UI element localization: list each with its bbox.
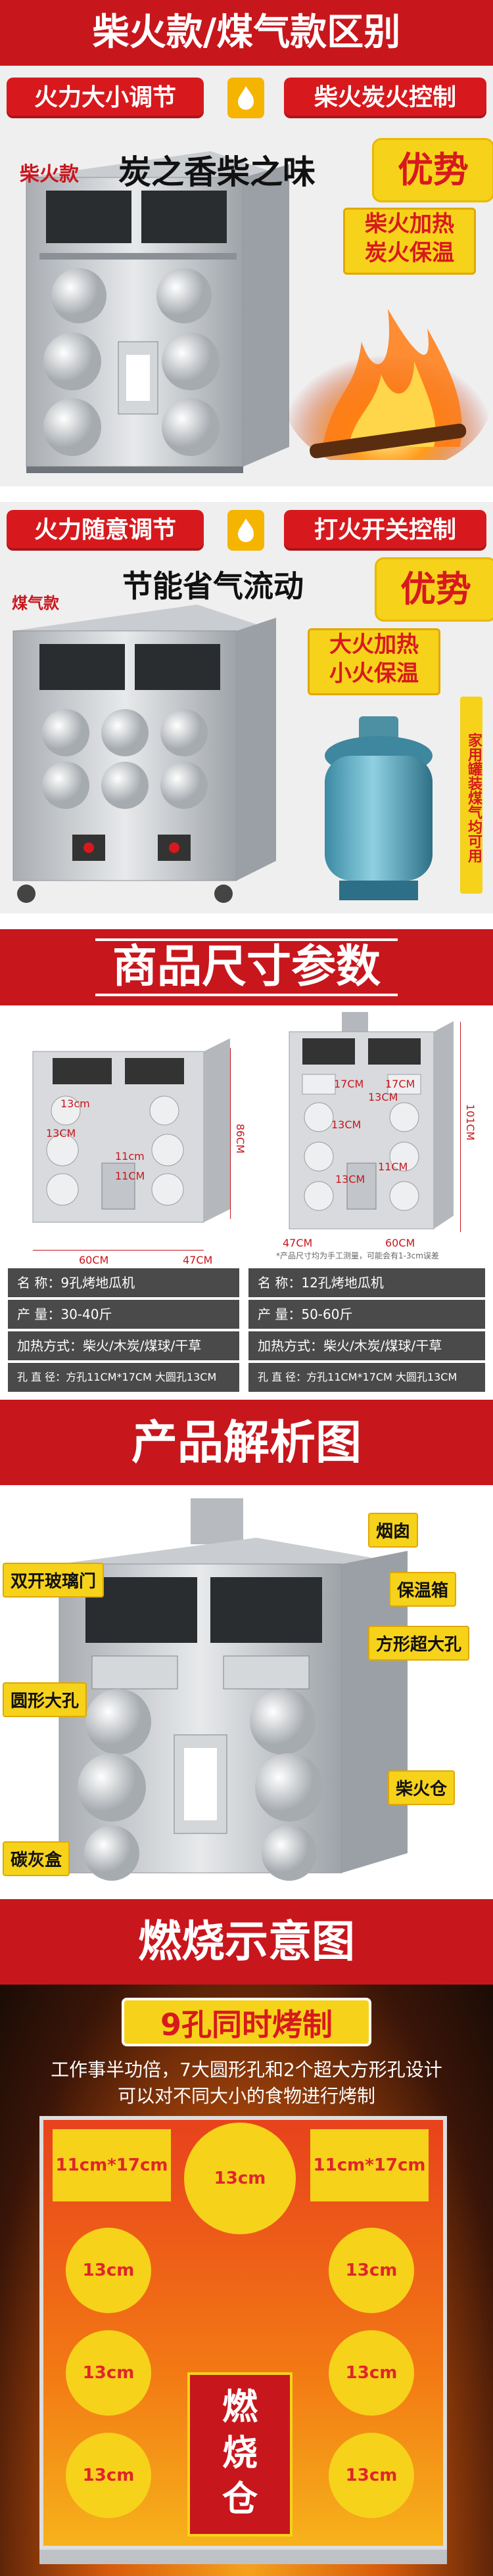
heating-mode-box: 大火加热 小火保温: [308, 628, 440, 695]
breakdown-illustration: [59, 1498, 408, 1881]
round-hole: 13cm: [329, 2433, 414, 2518]
flame-badge-icon: [227, 78, 264, 118]
dimensions-title: 商品尺寸参数: [95, 938, 398, 996]
section-gap: [0, 486, 493, 502]
spec-row: 名 称：9孔烤地瓜机: [8, 1268, 239, 1297]
section-title-banner: 燃烧示意图: [0, 1899, 493, 1985]
chamber-char-3: 仓: [222, 2478, 258, 2519]
heating-line-1: 大火加热: [329, 632, 419, 658]
width-label: 60CM: [79, 1254, 109, 1266]
hole-label: 11cm: [115, 1150, 145, 1162]
hole-label: 13CM: [331, 1118, 362, 1131]
model-label: 煤气款: [12, 594, 59, 612]
spec-row: 产 量：50-60斤: [248, 1300, 485, 1329]
round-hole: 13cm: [66, 2433, 151, 2518]
spec-row: 加热方式：柴火/木炭/煤球/干草: [248, 1331, 485, 1360]
hole-label: 11CM: [115, 1170, 145, 1182]
heating-line-1: 柴火加热: [365, 211, 454, 237]
chamber-char-1: 燃: [222, 2386, 258, 2427]
feature-pill-left: 火力随意调节: [7, 510, 204, 551]
tag-insulation-box: 保温箱: [389, 1572, 457, 1607]
slogan-text: 节能省气流动: [122, 568, 304, 604]
gas-tank-image: [325, 716, 433, 900]
heating-line-2: 小火保温: [329, 660, 419, 687]
round-hole: 13cm: [66, 2228, 151, 2313]
height-dimension-line: [230, 1048, 231, 1219]
spec-row: 名 称：12孔烤地瓜机: [248, 1268, 485, 1297]
slogan-text: 炭之香柴之味: [118, 153, 316, 191]
spec-row: 孔 直 径：方孔11CM*17CM 大圆孔13CM: [248, 1363, 485, 1392]
hole-label: 13CM: [335, 1173, 365, 1185]
gas-roaster-illustration: [12, 605, 276, 903]
section-title-banner: 柴火款/煤气款区别: [0, 0, 493, 66]
flame-badge-icon: [227, 510, 264, 551]
description-line-2: 可以对不同大小的食物进行烤制: [117, 2085, 375, 2107]
spec-row: 产 量：30-40斤: [8, 1300, 239, 1329]
hole-label: 13CM: [368, 1091, 398, 1103]
tag-square-hole: 方形超大孔: [368, 1626, 470, 1661]
square-hole-left: 11cm*17cm: [53, 2129, 171, 2201]
hole-label: 13cm: [60, 1097, 90, 1110]
advantage-badge: 优势: [372, 138, 493, 202]
height-label: 86CM: [234, 1124, 246, 1154]
large-roaster-diagram: [289, 1012, 454, 1230]
wood-roaster-illustration: [26, 151, 289, 473]
fire-chamber-box: 燃 烧 仓: [187, 2372, 293, 2537]
advantage-badge: 优势: [375, 557, 493, 622]
spec-row: 孔 直 径：方孔11CM*17CM 大圆孔13CM: [8, 1363, 239, 1392]
section-gap: [0, 913, 493, 927]
heating-line-2: 炭火保温: [365, 240, 454, 266]
section-gas-fired: 火力随意调节 打火开关控制 煤气款 节能省气流动 优势 大火加热 小火保温: [0, 486, 493, 913]
side-note: 家用罐装煤气均可用: [460, 697, 482, 894]
tag-fire-chamber: 柴火仓: [388, 1770, 456, 1805]
round-hole: 13cm: [329, 2228, 414, 2313]
tag-round-hole: 圆形大孔: [3, 1682, 87, 1717]
simultaneous-roast-banner: 9孔同时烤制: [122, 1998, 371, 2046]
round-hole: 13cm: [329, 2330, 414, 2416]
section-product-breakdown: 产品解析图 烟囱 双开玻璃门 保温箱 方形超大孔 圆形大孔 柴火仓 碳灰盒: [0, 1400, 493, 1899]
hole-label: 11CM: [378, 1161, 408, 1173]
section-wood-fired: 柴火款/煤气款区别 火力大小调节 柴火炭火控制 柴火款 炭之香柴之味 优势 柴火…: [0, 0, 493, 486]
spec-row: 加热方式：柴火/木炭/煤球/干草: [8, 1331, 239, 1360]
depth-label: 47CM: [283, 1237, 313, 1249]
heating-mode-box: 柴火加热 炭火保温: [343, 208, 476, 275]
height-label: 101CM: [464, 1104, 477, 1141]
section-combustion-diagram: 燃烧示意图 9孔同时烤制 工作事半功倍，7大圆形孔和2个超大方形孔设计 可以对不…: [0, 1899, 493, 2576]
depth-label: 47CM: [183, 1254, 213, 1266]
section-title-banner: 商品尺寸参数: [0, 929, 493, 1005]
fire-image: [283, 309, 493, 460]
chamber-char-2: 烧: [222, 2432, 258, 2473]
height-dimension-line: [460, 1022, 461, 1232]
tag-ash-box: 碳灰盒: [3, 1841, 70, 1876]
hole-label: 13CM: [46, 1127, 76, 1139]
feature-pill-right: 打火开关控制: [284, 510, 486, 551]
measurement-note: *产品尺寸均为手工测量，可能会有1-3cm误差: [276, 1251, 439, 1260]
description-line-1: 工作事半功倍，7大圆形孔和2个超大方形孔设计: [51, 2059, 442, 2081]
tag-glass-door: 双开玻璃门: [3, 1563, 105, 1598]
model-label: 柴火款: [20, 163, 79, 186]
section-title-banner: 产品解析图: [0, 1400, 493, 1485]
feature-pill-right: 柴火炭火控制: [284, 78, 486, 118]
width-label: 60CM: [385, 1237, 415, 1249]
hole-label: 17CM: [385, 1078, 415, 1090]
small-roaster-diagram: [32, 1038, 230, 1223]
round-hole: 13cm: [66, 2330, 151, 2416]
oven-base: [39, 2550, 447, 2564]
round-hole-top: 13cm: [184, 2123, 296, 2234]
square-hole-right: 11cm*17cm: [310, 2129, 429, 2201]
width-dimension-line: [33, 1250, 204, 1251]
feature-pill-left: 火力大小调节: [7, 78, 204, 118]
tag-chimney: 烟囱: [368, 1513, 419, 1548]
section-dimensions: 商品尺寸参数 13cm 11cm 13CM 11CM 86CM 60CM 47C…: [0, 913, 493, 1400]
hole-label: 17CM: [334, 1078, 364, 1090]
